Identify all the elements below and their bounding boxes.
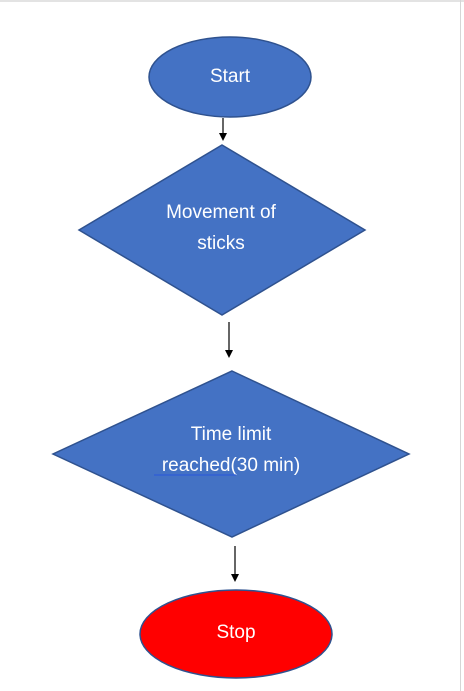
stop-label: Stop [216, 622, 255, 643]
time-limit-decision[interactable]: Time limit reached(30 min) [51, 370, 411, 538]
step2-label-line2: reached(30 min) [162, 455, 300, 476]
start-ellipse [148, 36, 312, 118]
start-label: Start [210, 66, 251, 87]
step1-label-line2: sticks [197, 233, 245, 254]
stop-terminal[interactable]: Stop [139, 589, 333, 679]
stop-ellipse [139, 589, 333, 679]
window-top-border [0, 0, 464, 2]
step1-diamond [77, 144, 367, 316]
page-right-border [460, 0, 461, 691]
duration-text: (30 min) [230, 455, 300, 476]
step2-label-line1: Time limit [191, 424, 272, 445]
step1-label-line1: Movement of [166, 202, 277, 223]
movement-of-sticks-decision[interactable]: Movement of sticks [77, 144, 367, 316]
step2-diamond [51, 370, 411, 538]
reached-link-text[interactable]: reached [162, 455, 231, 476]
start-terminal[interactable]: Start [148, 36, 312, 118]
